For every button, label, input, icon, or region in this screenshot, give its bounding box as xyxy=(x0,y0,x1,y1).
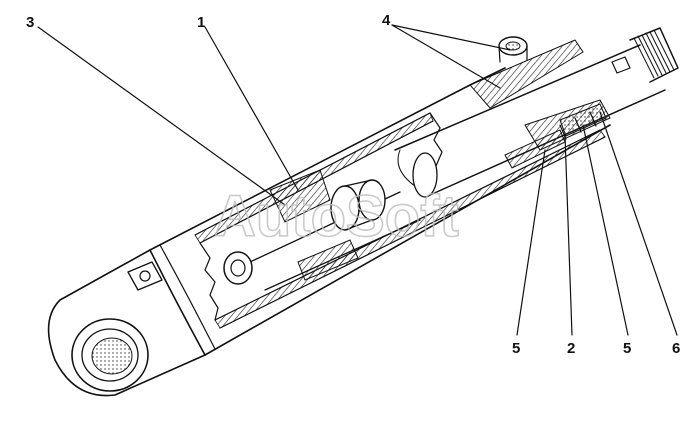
callout-6: 6 xyxy=(672,340,680,357)
gland-head xyxy=(469,36,611,151)
watermark-text: AutoSoft xyxy=(214,184,459,249)
leader-2 xyxy=(564,134,573,336)
leader-4a xyxy=(391,24,511,51)
leader-lines xyxy=(37,24,678,336)
leader-5a xyxy=(516,149,546,336)
leader-1 xyxy=(204,26,299,191)
callout-5-right: 5 xyxy=(623,340,631,357)
clevis-eye xyxy=(47,249,206,397)
piston-rod xyxy=(249,44,666,291)
callout-5-left: 5 xyxy=(512,340,520,357)
leader-5b xyxy=(582,124,629,336)
leader-6 xyxy=(599,111,678,336)
gland-seals xyxy=(504,103,607,169)
rod-thread-end xyxy=(611,27,679,83)
callout-4: 4 xyxy=(382,12,391,29)
callout-3: 3 xyxy=(26,14,34,31)
callout-1: 1 xyxy=(197,14,205,31)
leader-3 xyxy=(37,26,286,206)
leader-4b xyxy=(391,24,501,89)
piston-assembly xyxy=(223,152,438,285)
callout-2: 2 xyxy=(567,340,575,357)
